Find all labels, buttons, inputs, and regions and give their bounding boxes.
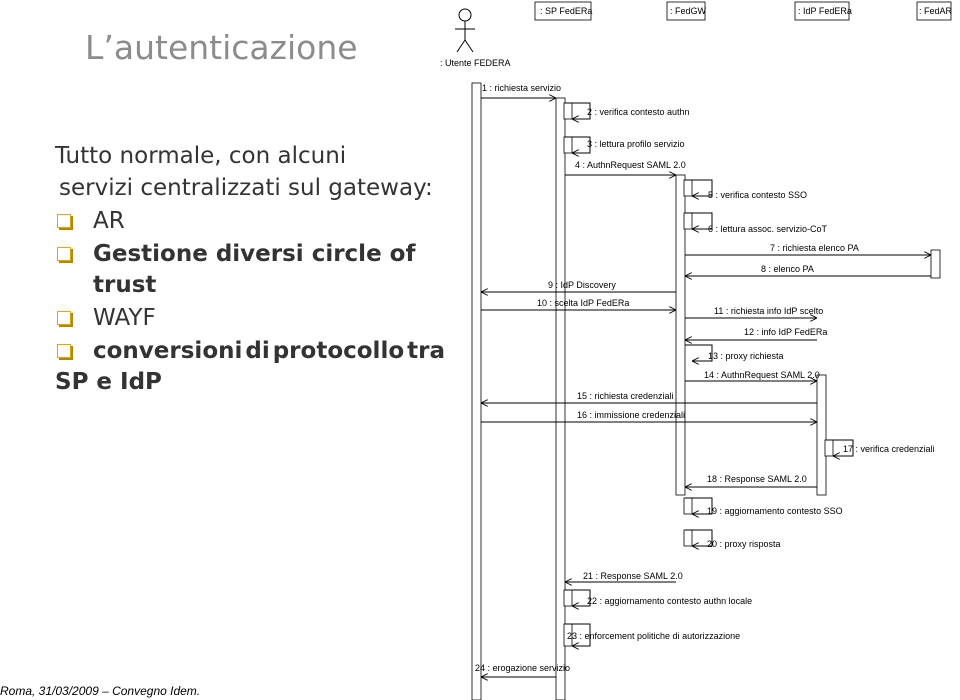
intro-line-2: servizi centralizzati sul gateway: <box>59 175 433 201</box>
message-label-23: 23 : enforcement politiche di autorizzaz… <box>567 631 740 641</box>
activation-bar-user <box>471 82 482 700</box>
activation-bar-gw-self <box>683 497 693 515</box>
intro-line-1: Tutto normale, con alcuni <box>55 143 347 169</box>
message-label-9: 9 : IdP Discovery <box>548 280 616 290</box>
bullet-text: AR <box>93 208 125 234</box>
message-label-14: 14 : AuthnRequest SAML 2.0 <box>704 370 820 380</box>
bullet-wayf: WAYF <box>55 303 445 334</box>
checkbox-bullet-icon <box>57 311 71 325</box>
bullet-list: Tutto normale, con alcuni servizi centra… <box>55 140 445 398</box>
message-label-6: 6 : lettura assoc. servizio-CoT <box>708 224 828 234</box>
activation-bar-sp-self <box>563 102 573 120</box>
bullet-text-justified: conversioni di protocollo tra <box>93 336 445 367</box>
message-label-2: 2 : verifica contesto authn <box>587 107 690 117</box>
message-arrow-13 <box>685 344 713 361</box>
actor-stick-figure-icon <box>455 8 475 53</box>
message-label-22: 22 : aggiornamento contesto authn locale <box>587 596 752 606</box>
intro-text: Tutto normale, con alcuni servizi centra… <box>55 140 445 204</box>
message-label-21: 21 : Response SAML 2.0 <box>583 571 683 581</box>
footer-text: Roma, 31/03/2009 – Convegno Idem. <box>0 684 201 698</box>
actor-label: : Utente FEDERA <box>440 58 511 68</box>
bullet-word: conversioni <box>93 338 243 364</box>
message-label-1: 1 : richiesta servizio <box>482 83 561 93</box>
activation-bar-gw-self <box>683 212 693 230</box>
message-arrow-19 <box>685 497 713 514</box>
participant-label-ar: : FedAR <box>919 6 953 16</box>
participant-box-sp <box>534 1 592 21</box>
message-arrow-5 <box>685 179 713 196</box>
participant-label-gw: : FedGW <box>670 6 707 16</box>
participant-box-gw <box>666 1 706 21</box>
message-label-18: 18 : Response SAML 2.0 <box>707 474 807 484</box>
message-label-11: 11 : richiesta info IdP scelto <box>714 306 823 316</box>
bullet-word: di <box>245 338 270 364</box>
message-label-4: 4 : AuthnRequest SAML 2.0 <box>575 160 686 170</box>
checkbox-bullet-icon <box>57 344 71 358</box>
message-arrow-17 <box>826 439 854 456</box>
checkbox-bullet-icon <box>57 214 71 228</box>
message-label-8: 8 : elenco PA <box>761 264 814 274</box>
message-arrow-3 <box>565 136 591 153</box>
message-label-13: 13 : proxy richiesta <box>708 351 784 361</box>
message-arrow-2 <box>565 102 591 119</box>
message-arrow-22 <box>565 589 591 606</box>
bullet-circle-of-trust: Gestione diversi circle of trust <box>55 239 445 301</box>
activation-bar-gw-self <box>683 179 693 197</box>
activation-bar-sp-self <box>563 589 573 607</box>
message-label-5: 5 : verifica contesto SSO <box>708 190 807 200</box>
message-arrow-6 <box>685 212 713 229</box>
message-label-20: 20 : proxy risposta <box>707 539 781 549</box>
participant-box-idp <box>794 1 850 21</box>
message-label-3: 3 : lettura profilo servizio <box>587 139 685 149</box>
message-label-12: 12 : info IdP FedERa <box>744 327 827 337</box>
participant-label-sp: : SP FedERa <box>540 6 592 16</box>
checkbox-bullet-icon <box>57 247 71 261</box>
participant-label-idp: : IdP FedERa <box>798 6 852 16</box>
activation-bar-gw-self <box>683 529 693 547</box>
activation-bar-gw <box>675 174 686 496</box>
message-label-17: 17 : verifica credenziali <box>843 444 935 454</box>
activation-bar-sp-self <box>563 136 573 154</box>
bullet-word: tra <box>407 338 445 364</box>
activation-bar-sp <box>555 97 566 700</box>
slide-title: L’autenticazione <box>85 28 358 67</box>
message-label-19: 19 : aggiornamento contesto SSO <box>707 506 843 516</box>
message-label-15: 15 : richiesta credenziali <box>577 391 674 401</box>
message-label-10: 10 : scelta IdP FedERa <box>537 298 629 308</box>
participant-box-ar <box>916 1 952 21</box>
message-arrow-23 <box>565 623 591 646</box>
bullet-text: Gestione diversi circle of trust <box>93 241 416 298</box>
activation-bar-idp <box>816 374 827 496</box>
message-arrow-20 <box>685 529 713 546</box>
bullet-protocol-conversion: conversioni di protocollo tra SP e IdP <box>55 336 445 398</box>
activation-bar-ar <box>930 249 941 279</box>
bullet-ar: AR <box>55 206 445 237</box>
bullet-word: protocollo <box>272 338 405 364</box>
message-label-7: 7 : richiesta elenco PA <box>770 243 859 253</box>
activation-bar-idp-self <box>824 439 834 457</box>
message-label-24: 24 : erogazione servizio <box>475 663 570 673</box>
message-label-16: 16 : immissione credenziali <box>577 410 685 420</box>
bullet-text-continuation: SP e IdP <box>55 369 162 395</box>
bullet-text: WAYF <box>93 305 156 331</box>
